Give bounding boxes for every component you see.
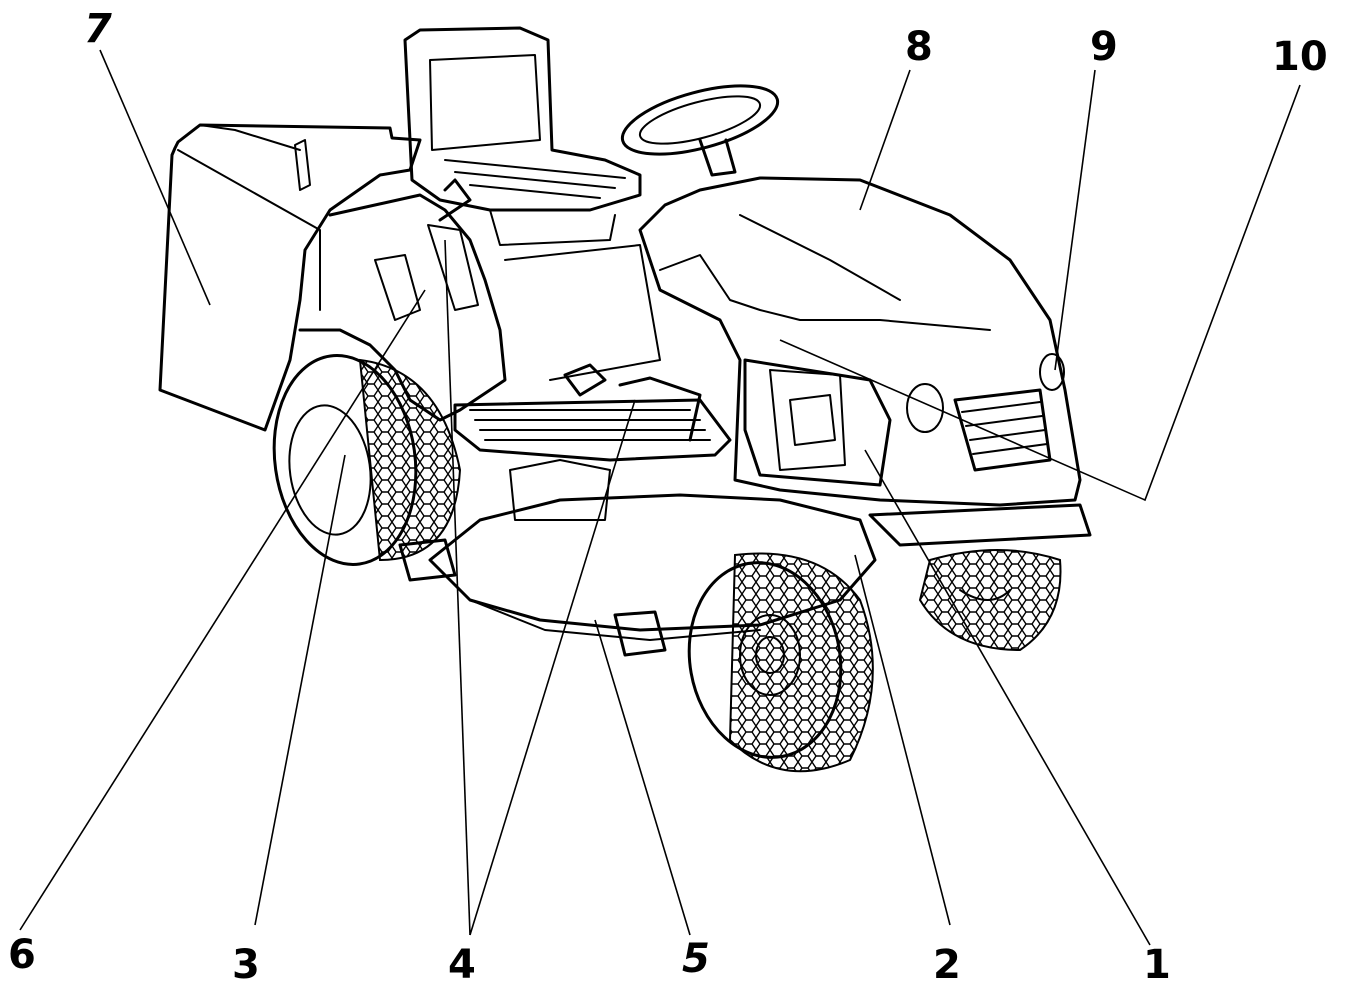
callout-10: 10 xyxy=(1272,34,1328,80)
callout-6: 6 xyxy=(8,932,36,978)
rear-wheel-left xyxy=(272,354,462,566)
callout-8: 8 xyxy=(905,24,933,70)
callout-1: 1 xyxy=(1143,942,1171,986)
leader-lines xyxy=(19,49,1301,946)
callout-3: 3 xyxy=(232,942,260,986)
callout-2: 2 xyxy=(933,942,961,986)
callout-5: 5 xyxy=(682,936,710,982)
front-wheel-right xyxy=(687,552,874,773)
grass-collector xyxy=(158,123,422,432)
steering-wheel xyxy=(620,84,780,177)
rear-body xyxy=(298,178,661,422)
callout-labels: 1 2 3 4 5 6 7 8 9 10 xyxy=(8,6,1328,986)
seat xyxy=(403,26,642,246)
callout-9: 9 xyxy=(1090,24,1118,70)
front-wheel-far xyxy=(918,549,1062,652)
hood xyxy=(638,176,1092,547)
cutting-deck xyxy=(398,459,877,657)
callout-4: 4 xyxy=(448,942,476,986)
footrest xyxy=(453,363,732,462)
callout-7: 7 xyxy=(84,6,112,52)
